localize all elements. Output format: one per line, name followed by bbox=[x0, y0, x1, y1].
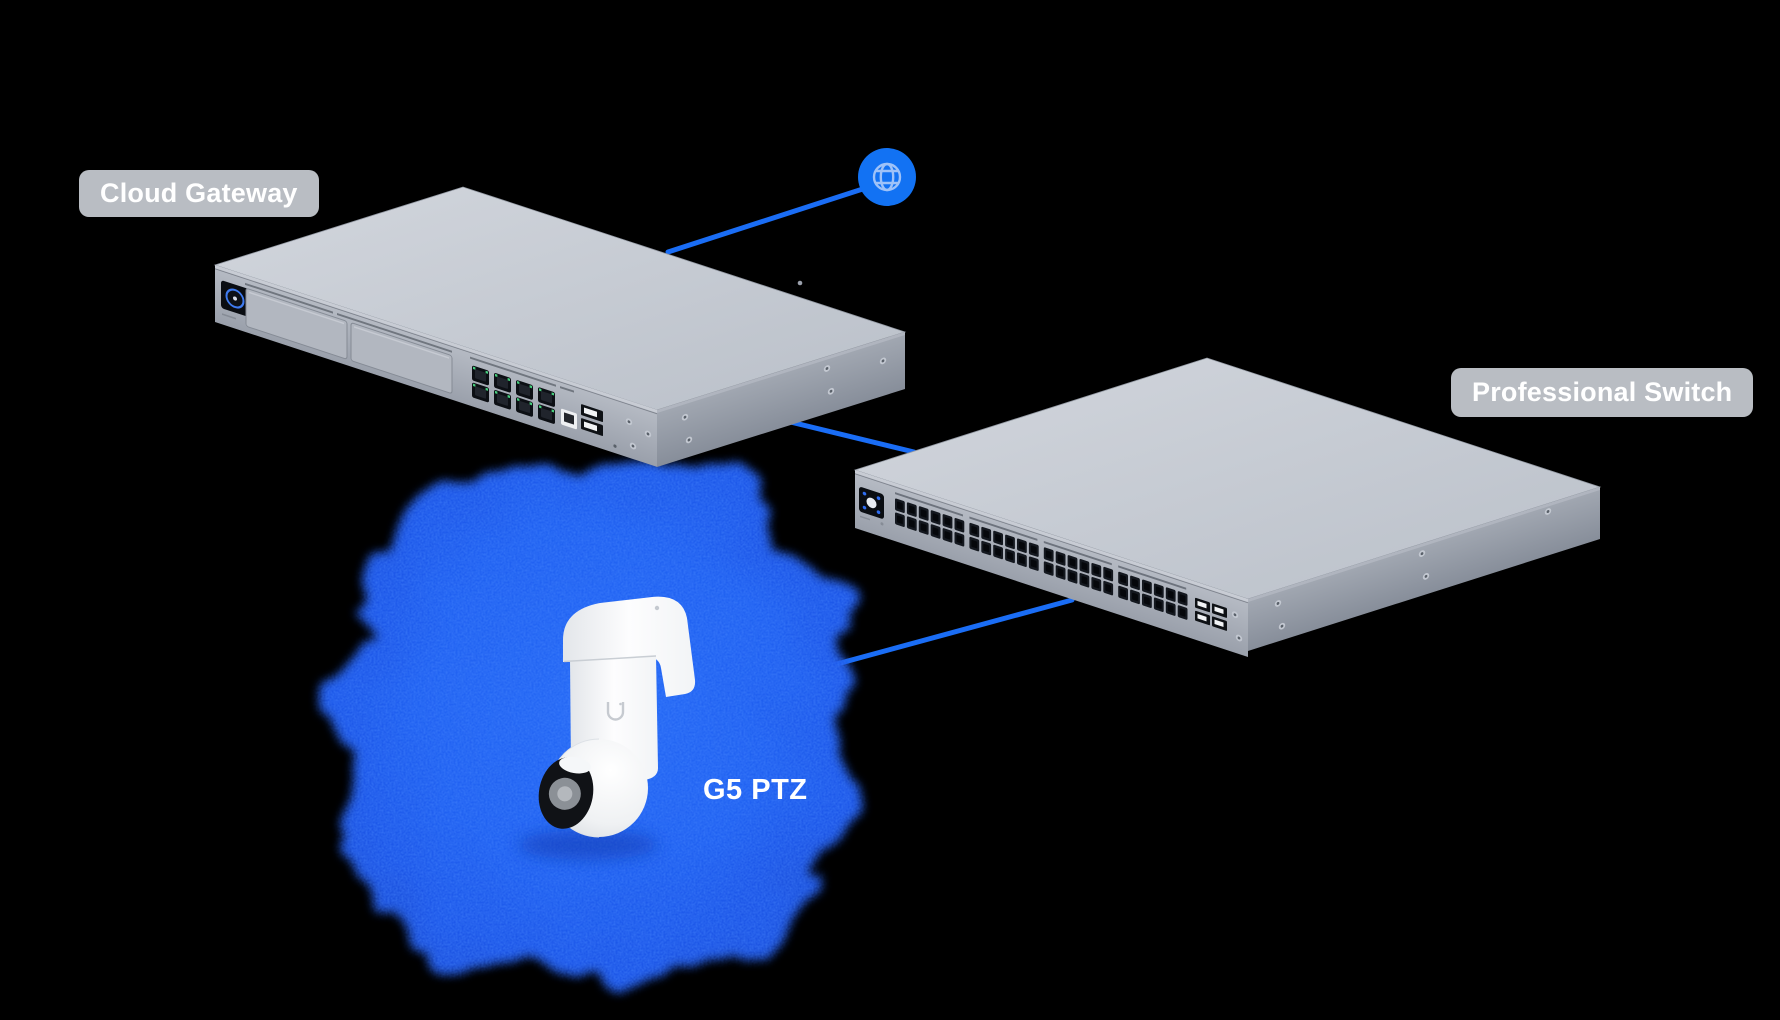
gateway-sfp-ports bbox=[581, 404, 603, 436]
switch-ear-screws bbox=[1231, 611, 1243, 642]
gateway-side-screws bbox=[681, 357, 887, 444]
professional-switch-label: Professional Switch bbox=[1451, 368, 1754, 417]
gateway-vent-slit bbox=[470, 356, 556, 387]
switch-right-face bbox=[1248, 487, 1600, 651]
gateway-ethernet-ports bbox=[472, 365, 555, 424]
switch-side-screws bbox=[1274, 508, 1552, 630]
camera-mount-arm bbox=[563, 596, 696, 697]
connection-line-internet-gateway bbox=[665, 183, 875, 255]
camera-lens bbox=[538, 756, 594, 829]
gateway-right-face bbox=[657, 331, 905, 467]
gateway-display bbox=[221, 280, 249, 320]
gateway-front-face bbox=[215, 265, 657, 467]
gateway-drive-bays bbox=[245, 288, 453, 394]
camera-shadow bbox=[518, 830, 658, 860]
globe-icon bbox=[858, 148, 916, 206]
gateway-vent-slit bbox=[337, 312, 452, 353]
gateway-ear-screws bbox=[613, 418, 652, 450]
switch-front-face bbox=[855, 470, 1248, 657]
gateway-vent-slit bbox=[245, 282, 333, 314]
g5-ptz-camera bbox=[518, 596, 696, 860]
professional-switch-device bbox=[853, 357, 1602, 657]
g5-ptz-label: G5 PTZ bbox=[703, 774, 808, 806]
switch-ethernet-ports bbox=[895, 492, 1188, 620]
gateway-vent-slit bbox=[560, 386, 574, 393]
switch-display bbox=[859, 487, 884, 526]
ubiquiti-logo bbox=[606, 702, 625, 721]
gateway-top-screw bbox=[797, 280, 803, 286]
cloud-gateway-device bbox=[213, 186, 907, 467]
switch-sfp-ports bbox=[1195, 597, 1227, 631]
gateway-wan-port bbox=[561, 408, 577, 430]
cloud-gateway-label: Cloud Gateway bbox=[79, 170, 319, 217]
